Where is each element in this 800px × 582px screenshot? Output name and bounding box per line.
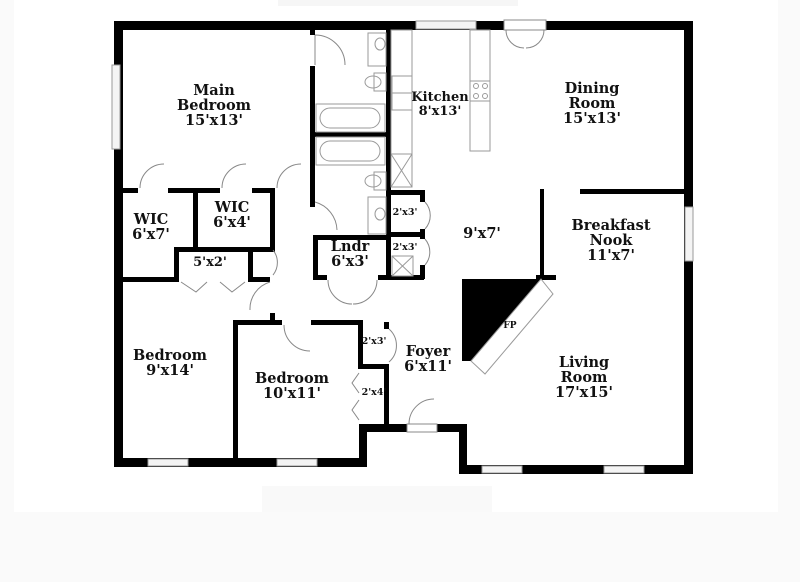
- room-name: Foyer: [405, 343, 451, 360]
- fireplace: [462, 278, 554, 375]
- fireplace-text: FP: [503, 321, 517, 331]
- room-dimensions: 6'x11': [404, 358, 452, 376]
- room-dimensions: 6'x3': [331, 253, 369, 271]
- laundry-fixtures: [391, 255, 414, 277]
- room-name: Kitchen: [411, 90, 469, 105]
- room-name: Bedroom: [255, 370, 329, 387]
- room-label-kitchen: Kitchen 8'x13': [411, 91, 468, 118]
- bath-fixtures: [315, 32, 387, 235]
- room-dimensions: 6'x4': [213, 214, 251, 232]
- room-name: WIC: [133, 211, 169, 228]
- room-dimensions: 5'x2': [193, 255, 227, 270]
- room-label-living-room: Living Room 17'x15': [555, 355, 613, 401]
- room-label-bedroom-1: Bedroom 9'x14': [133, 347, 207, 380]
- room-label-foyer-closet-2x4: 2'x4': [362, 388, 387, 398]
- room-name: Nook: [589, 232, 633, 250]
- room-name: Dining: [564, 80, 620, 97]
- room-dimensions: 9'x14': [146, 362, 194, 380]
- room-dimensions: 2'x3': [392, 207, 418, 218]
- room-label-bedroom-2: Bedroom 10'x11': [255, 370, 329, 403]
- room-name: Room: [560, 369, 608, 387]
- room-label-closet-5x2: 5'x2': [193, 256, 227, 270]
- room-name: Bedroom: [133, 347, 207, 364]
- room-name: Bedroom: [177, 97, 251, 115]
- room-label-foyer: Foyer 6'x11': [404, 343, 452, 376]
- kitchen-fixtures: [390, 29, 491, 188]
- windows: [111, 20, 694, 474]
- room-dimensions: 2'x4': [361, 387, 387, 398]
- room-name: Main: [193, 82, 235, 99]
- room-label-laundry: Lndr 6'x3': [330, 238, 370, 271]
- room-dimensions: 11'x7': [587, 247, 635, 265]
- room-name: WIC: [214, 199, 250, 216]
- room-dimensions: 8'x13': [418, 103, 462, 119]
- doors: [139, 19, 547, 433]
- room-label-wic-2: WIC 6'x4': [213, 199, 251, 232]
- room-dimensions: 10'x11': [263, 385, 321, 403]
- room-name: Living: [558, 354, 610, 371]
- room-dimensions: 15'x13': [563, 110, 621, 128]
- room-label-closet-2x3-upper: 2'x3': [393, 208, 418, 218]
- room-dimensions: 17'x15': [555, 384, 613, 402]
- room-label-closet-2x3-lower: 2'x3': [393, 243, 418, 253]
- room-dimensions: 15'x13': [185, 112, 243, 130]
- fireplace-label: FP: [503, 321, 517, 331]
- top-strip: [278, 0, 518, 6]
- room-name: Lndr: [330, 238, 370, 255]
- room-dimensions: 2'x3': [392, 242, 418, 253]
- room-dimensions: 2'x3': [361, 336, 387, 347]
- room-name: Room: [568, 95, 616, 113]
- room-dimensions: 9'x7': [463, 225, 501, 242]
- room-label-wic-1: WIC 6'x7': [132, 211, 170, 244]
- room-label-foyer-closet-2x3: 2'x3': [362, 337, 387, 347]
- room-label-main-bedroom: Main Bedroom 15'x13': [177, 83, 251, 129]
- room-dimensions: 6'x7': [132, 226, 170, 244]
- room-label-center-area: 9'x7': [463, 226, 501, 241]
- room-label-breakfast-nook: Breakfast Nook 11'x7': [571, 218, 650, 264]
- bottom-strip: [262, 486, 492, 512]
- room-label-dining-room: Dining Room 15'x13': [563, 81, 621, 127]
- interior-walls: [123, 30, 684, 466]
- room-name: Breakfast: [571, 217, 651, 234]
